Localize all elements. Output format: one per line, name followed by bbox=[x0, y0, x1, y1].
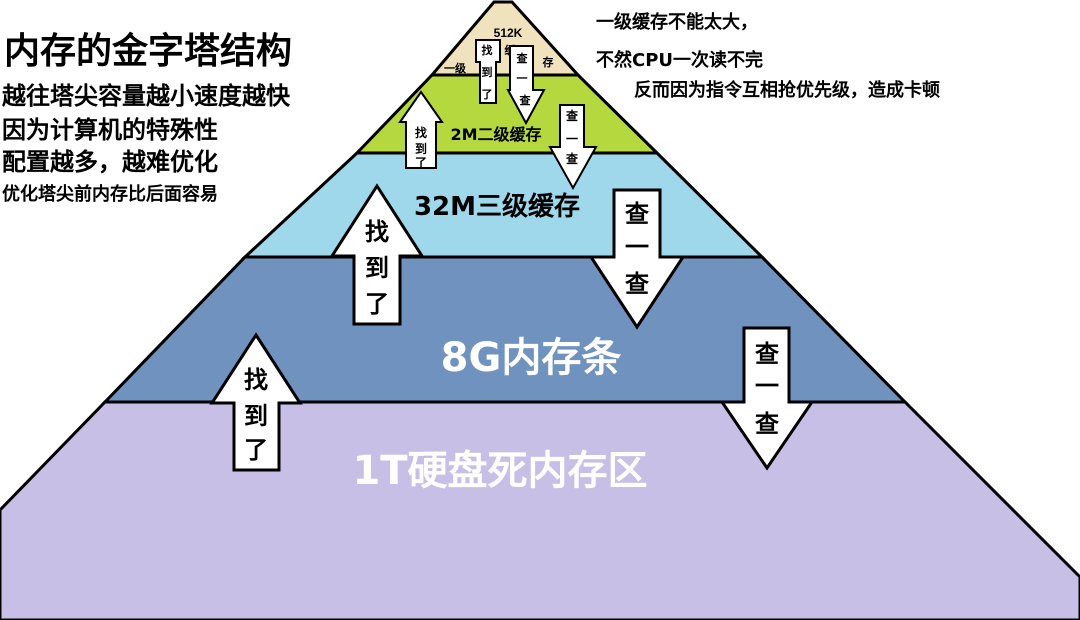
check-arrow-text: 查 bbox=[625, 200, 649, 228]
check-arrow-l2: 查 一 查 bbox=[548, 104, 598, 191]
diagram-title: 内存的金字塔结构 bbox=[4, 31, 293, 72]
found-arrow-text: 找 bbox=[482, 43, 493, 57]
found-arrow-text: 了 bbox=[415, 156, 427, 170]
check-arrow-ram: 查 一 查 bbox=[719, 326, 815, 471]
right-note-2: 不然CPU一次读不完 bbox=[596, 50, 764, 71]
check-arrow-text: 查 bbox=[755, 410, 779, 438]
layer-disk bbox=[0, 400, 1080, 620]
l1-cache-sub-right2: 存 bbox=[543, 55, 554, 69]
found-arrow-text: 到 bbox=[482, 65, 493, 79]
found-arrow-text: 找 bbox=[365, 218, 389, 246]
check-arrow-text: 一 bbox=[566, 132, 578, 146]
found-arrow-text: 找 bbox=[244, 366, 268, 394]
check-arrow-text: 一 bbox=[755, 372, 779, 400]
found-arrow-text: 到 bbox=[415, 141, 427, 156]
l1-cache-sub-left: 一级 bbox=[444, 61, 467, 75]
ram-label: 8G内存条 bbox=[441, 335, 622, 381]
left-note-1: 越往塔尖容量越小速度越快 bbox=[2, 82, 290, 110]
check-arrow-text: 查 bbox=[565, 151, 579, 166]
left-note-4: 优化塔尖前内存比后面容易 bbox=[2, 184, 218, 205]
left-note-3: 配置越多，越难优化 bbox=[2, 148, 218, 176]
right-note-3: 反而因为指令互相抢优先级，造成卡顿 bbox=[634, 80, 940, 101]
l2-cache-label: 2M二级缓存 bbox=[450, 125, 541, 144]
found-arrow-text: 到 bbox=[365, 254, 389, 282]
check-arrow-text: 查 bbox=[625, 270, 649, 298]
found-arrow-ram: 找 到 了 bbox=[209, 332, 303, 472]
found-arrow-l1: 找 到 了 bbox=[475, 39, 501, 104]
left-note-2: 因为计算机的特殊性 bbox=[2, 116, 218, 144]
found-arrow-text: 了 bbox=[365, 290, 389, 318]
found-arrow-l3: 找 到 了 bbox=[329, 183, 425, 326]
check-arrow-text: 一 bbox=[625, 233, 649, 261]
check-arrow-l3: 查 一 查 bbox=[588, 188, 686, 330]
check-arrow-text: 查 bbox=[565, 108, 579, 123]
l3-cache-label: 32M三级缓存 bbox=[414, 191, 580, 222]
check-arrow-text: 查 bbox=[520, 93, 531, 107]
disk-label: 1T硬盘死内存区 bbox=[352, 448, 647, 494]
check-arrow-text: 查 bbox=[755, 340, 779, 368]
check-arrow-l1: 查 一 查 bbox=[506, 45, 546, 126]
found-arrow-l2: 找 到 了 bbox=[398, 90, 444, 170]
l1-cache-label: 512K bbox=[494, 26, 523, 40]
right-note-1: 一级缓存不能太大， bbox=[596, 12, 758, 33]
check-arrow-text: 查 bbox=[517, 51, 528, 65]
found-arrow-text: 了 bbox=[244, 436, 268, 464]
found-arrow-text: 了 bbox=[482, 88, 493, 101]
check-arrow-text: 一 bbox=[517, 72, 528, 85]
found-arrow-text: 找 bbox=[415, 125, 427, 140]
found-arrow-text: 到 bbox=[244, 402, 268, 430]
